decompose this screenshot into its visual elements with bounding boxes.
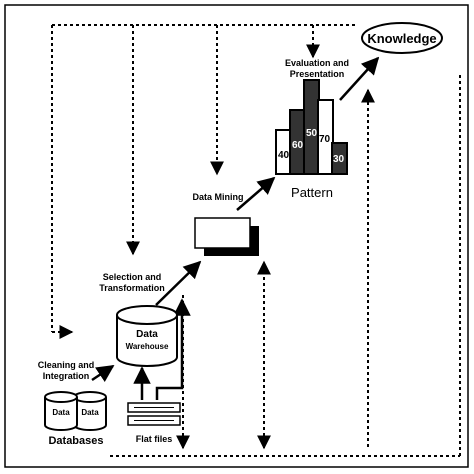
database-left-body bbox=[44, 397, 78, 431]
warehouse-label-line1: Data bbox=[136, 329, 158, 340]
diagram-frame bbox=[4, 4, 469, 468]
cleaning-label-line2: Integration bbox=[43, 371, 90, 381]
arrow-to-pattern bbox=[236, 176, 276, 211]
database-left-label: Data bbox=[52, 408, 70, 417]
selection-label-line2: Transformation bbox=[99, 283, 165, 293]
pattern-bar-3 bbox=[303, 79, 320, 175]
selection-label-line1: Selection and bbox=[103, 272, 162, 282]
pattern-label: Pattern bbox=[291, 185, 333, 200]
warehouse-label-line2: Warehouse bbox=[126, 342, 169, 351]
pattern-bar-4 bbox=[317, 99, 334, 175]
feedback-lines bbox=[51, 24, 461, 457]
evaluation-label-line1: Evaluation and bbox=[285, 58, 349, 68]
arrow-to-mining bbox=[155, 260, 202, 306]
pattern-chart bbox=[275, 79, 348, 175]
flat-files bbox=[127, 402, 181, 426]
database-right-label: Data bbox=[81, 408, 99, 417]
database-left-top bbox=[44, 391, 78, 403]
arrow-to-knowledge bbox=[339, 56, 380, 101]
knowledge-node: Knowledge bbox=[361, 22, 443, 54]
warehouse-top bbox=[116, 305, 178, 325]
process-arrows bbox=[91, 56, 380, 400]
data-mining-screen bbox=[194, 217, 259, 256]
data-mining-label: Data Mining bbox=[193, 192, 244, 202]
arrow-flatfiles-elbow bbox=[155, 298, 191, 400]
pattern-value-2: 60 bbox=[292, 140, 304, 151]
database-cylinders bbox=[44, 391, 107, 431]
evaluation-label-line2: Presentation bbox=[290, 69, 345, 79]
databases-label: Databases bbox=[48, 435, 103, 447]
warehouse-body bbox=[116, 315, 178, 367]
pattern-bar-5 bbox=[331, 142, 348, 175]
data-warehouse bbox=[116, 305, 178, 367]
data-mining-screen-front bbox=[194, 217, 251, 249]
flat-files-label: Flat files bbox=[136, 434, 173, 444]
cleaning-label-line1: Cleaning and bbox=[38, 360, 95, 370]
database-right-top bbox=[73, 391, 107, 403]
pattern-bar-values: 40 60 50 70 30 bbox=[278, 128, 345, 165]
pattern-value-3: 50 bbox=[306, 128, 318, 139]
knowledge-label: Knowledge bbox=[367, 31, 436, 46]
pattern-value-5: 30 bbox=[333, 154, 345, 165]
knowledge-ellipse bbox=[361, 22, 443, 54]
pattern-value-4: 70 bbox=[319, 134, 331, 145]
pattern-value-1: 40 bbox=[278, 150, 290, 161]
arrow-to-warehouse bbox=[91, 364, 115, 383]
